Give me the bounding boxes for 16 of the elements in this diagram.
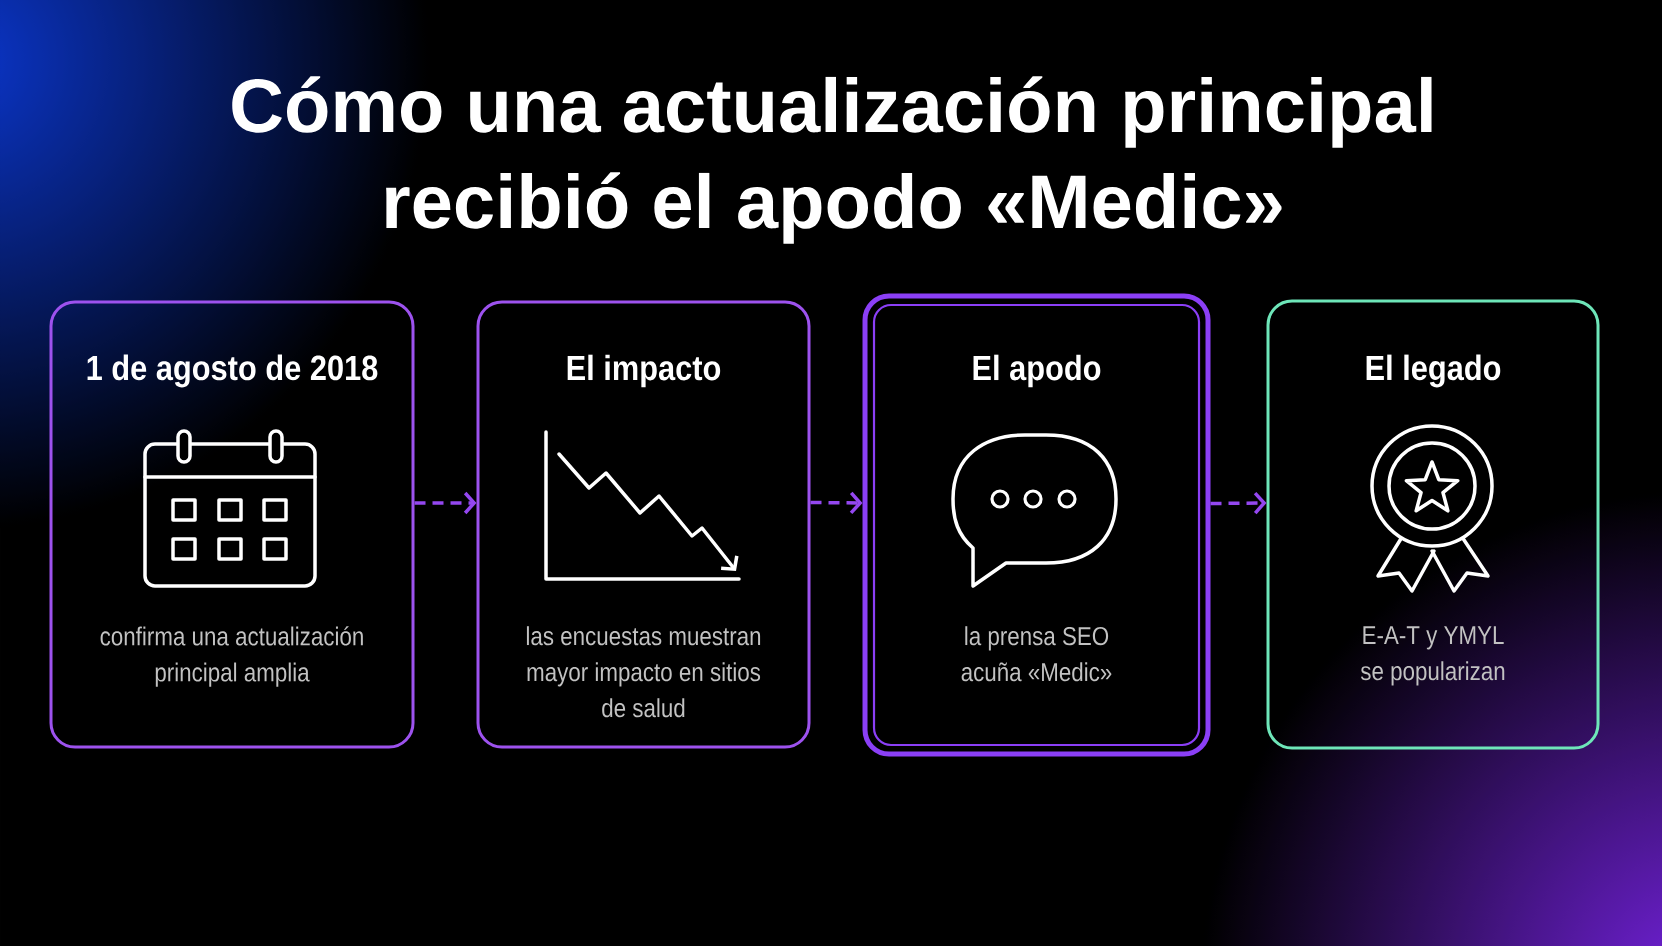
card-text: la prensa SEO acuña «Medic» [961, 626, 1112, 682]
arrow [414, 491, 477, 515]
step-card [1266, 299, 1600, 750]
title: Cómo una actualización principal recibió el apodo «Medic» [232, 76, 1432, 244]
step-card [862, 293, 1211, 757]
step-card [49, 300, 415, 749]
card-heading: El apodo [973, 354, 1101, 388]
step-card [476, 300, 811, 749]
arrow [1210, 491, 1267, 515]
card-heading: El legado [1366, 354, 1501, 388]
card-text: las encuestas muestran mayor impacto en sitios de salud [526, 626, 761, 718]
card-text: E-A-T y YMYL se popularizan [1360, 626, 1505, 686]
arrow [810, 491, 863, 515]
card-heading: El impacto [567, 354, 721, 388]
card-heading: 1 de agosto de 2018 [87, 354, 378, 388]
card-text: confirma una actualización principal amplia [100, 626, 363, 687]
